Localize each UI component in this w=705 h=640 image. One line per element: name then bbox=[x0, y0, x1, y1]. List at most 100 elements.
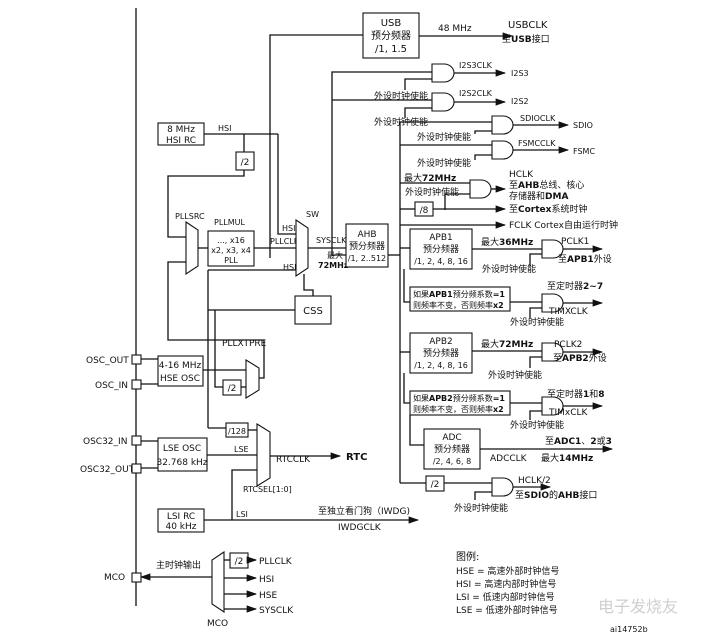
document-id: ai14752b bbox=[610, 625, 648, 634]
svg-text:x2, x3, x4: x2, x3, x4 bbox=[211, 246, 251, 255]
osc-in-pin-label: OSC_IN bbox=[95, 381, 128, 391]
tim1-8-destination: 至定时器1和8 bbox=[547, 388, 605, 400]
svg-text:APB2: APB2 bbox=[429, 337, 452, 347]
tim1-8-enable: 外设时钟使能 bbox=[510, 419, 564, 431]
osc-out-pin-label: OSC_OUT bbox=[86, 356, 129, 366]
svg-text:如果APB1预分频系数=1: 如果APB1预分频系数=1 bbox=[413, 289, 505, 299]
svg-text:/2, 4, 6, 8: /2, 4, 6, 8 bbox=[433, 457, 471, 466]
hsi-to-sw-wire bbox=[277, 134, 296, 235]
mco-sysclk: SYSCLK bbox=[259, 606, 294, 616]
watermark: 电子发烧友 bbox=[598, 597, 678, 616]
svg-text:预分频器: 预分频器 bbox=[423, 243, 459, 255]
usb-title: USB bbox=[381, 18, 402, 29]
hclk-enable: 外设时钟使能 bbox=[405, 186, 459, 198]
tim2-7-enable: 外设时钟使能 bbox=[510, 316, 564, 328]
sdio-gate bbox=[491, 115, 514, 135]
pclk1-gate bbox=[541, 239, 564, 259]
fsmc-enable: 外设时钟使能 bbox=[417, 157, 471, 169]
osc32-in-pin-label: OSC32_IN bbox=[83, 437, 127, 447]
svg-text:/2: /2 bbox=[235, 557, 244, 567]
tim1-8-multiplier-note bbox=[409, 390, 511, 416]
pclk2-gate bbox=[541, 342, 564, 362]
sdioclk-label: SDIOCLK bbox=[520, 114, 556, 123]
usb-subtitle: 预分频器 bbox=[371, 29, 411, 42]
sysclk-max-val: 72MHz bbox=[318, 261, 349, 270]
usbclk-label: USBCLK bbox=[508, 20, 548, 31]
svg-text:则频率不变，否则频率x2: 则频率不变，否则频率x2 bbox=[413, 404, 504, 414]
svg-text:CSS: CSS bbox=[303, 306, 323, 317]
legend: 图例: HSE = 高速外部时钟信号 HSI = 高速内部时钟信号 LSI = … bbox=[456, 550, 559, 616]
hclk2-destination: 至SDIO的AHB接口 bbox=[515, 489, 597, 501]
timxclk2-label: TIMxCLK bbox=[548, 408, 589, 418]
mco-mux bbox=[211, 550, 225, 614]
apb2-prescaler: APB2 预分频器 /1, 2, 4, 8, 16 bbox=[409, 332, 473, 374]
hclk2-gate bbox=[491, 477, 514, 497]
legend-lse: LSE = 低速外部时钟信号 bbox=[456, 604, 558, 616]
rtcsel-mux bbox=[256, 423, 271, 487]
hclk-dest-line1: 至AHB总线、核心 bbox=[509, 179, 584, 191]
pllxtpre-mux bbox=[245, 359, 260, 399]
svg-text:如果APB2预分频系数=1: 如果APB2预分频系数=1 bbox=[413, 393, 505, 403]
hclk2-label: HCLK/2 bbox=[518, 476, 551, 486]
pllsrc-mux bbox=[185, 220, 199, 276]
pllclk-label: PLLCLK bbox=[270, 237, 300, 246]
legend-hsi: HSI = 高速内部时钟信号 bbox=[456, 578, 556, 590]
i2s3-label: I2S3 bbox=[511, 69, 529, 78]
mco-hse: HSE bbox=[259, 591, 277, 601]
hsi-div2 bbox=[235, 151, 255, 171]
sw-mux bbox=[295, 218, 309, 278]
tim2-7-destination: 至定时器2~7 bbox=[547, 280, 603, 292]
svg-text:4-16 MHz: 4-16 MHz bbox=[159, 361, 202, 371]
sysclk-max: 最大 bbox=[327, 250, 343, 260]
hsi-rc-oscillator: 8 MHz HSI RC bbox=[157, 122, 205, 146]
svg-text:/2: /2 bbox=[431, 480, 440, 490]
adc-max: 最大14MHz bbox=[541, 452, 593, 464]
hse-to-pll-wire bbox=[167, 261, 265, 379]
timxclk-label: TIMXCLK bbox=[548, 307, 589, 317]
hclk-trunk-wire bbox=[399, 121, 492, 255]
ahb-prescaler: AHB 预分频器 /1, 2..512 bbox=[345, 223, 389, 268]
apb1-enable: 外设时钟使能 bbox=[482, 263, 536, 275]
rtcclk-label: RTCCLK bbox=[276, 455, 311, 465]
svg-text:..., x16: ..., x16 bbox=[217, 236, 245, 245]
hclk-gate bbox=[469, 179, 492, 199]
rtc-label: RTC bbox=[346, 452, 367, 463]
svg-text:8 MHz: 8 MHz bbox=[167, 125, 195, 135]
hclk-label: HCLK bbox=[509, 170, 534, 180]
legend-title: 图例: bbox=[456, 550, 479, 563]
osc32-out-pin bbox=[131, 463, 142, 474]
lse-label: LSE bbox=[234, 445, 249, 454]
lse-oscillator: LSE OSC 32.768 kHz bbox=[156, 437, 208, 472]
i2s2-label: I2S2 bbox=[511, 97, 529, 106]
svg-text:40 kHz: 40 kHz bbox=[165, 522, 196, 532]
timxclk-gate bbox=[541, 293, 564, 313]
apb1-max: 最大36MHz bbox=[481, 236, 533, 248]
iwdg-destination: 至独立看门狗（IWDG) bbox=[318, 505, 410, 517]
pllsrc-label: PLLSRC bbox=[175, 212, 205, 221]
mco-pin bbox=[131, 572, 142, 583]
usb-prescaler: USB 预分频器 /1, 1.5 bbox=[362, 12, 420, 59]
ahb-trunk-wire bbox=[331, 71, 432, 256]
svg-text:/2: /2 bbox=[241, 158, 250, 168]
hclk2-enable: 外设时钟使能 bbox=[454, 502, 508, 514]
svg-text:AHB: AHB bbox=[357, 230, 376, 240]
pclk2-label: PCLK2 bbox=[554, 340, 582, 350]
apb2-max: 最大72MHz bbox=[481, 338, 533, 350]
i2s3clk-label: I2S3CLK bbox=[459, 61, 493, 70]
hsi-out-label: HSI bbox=[218, 124, 231, 133]
hclk-max: 最大72MHz bbox=[404, 172, 456, 184]
fsmc-gate bbox=[491, 140, 514, 160]
svg-text:/1, 2, 4, 8, 16: /1, 2, 4, 8, 16 bbox=[414, 257, 468, 266]
adcclk-label: ADCCLK bbox=[490, 454, 528, 464]
lsi-out-label: LSI bbox=[236, 510, 248, 519]
osc32-in-pin bbox=[131, 435, 142, 446]
i2s3-gate bbox=[431, 63, 455, 83]
pllmul-label: PLLMUL bbox=[214, 218, 245, 227]
pllxtpre-label: PLLXTPRE bbox=[222, 339, 267, 349]
adc-destination: 至ADC1、2或3 bbox=[545, 435, 612, 447]
svg-text:预分频器: 预分频器 bbox=[349, 240, 385, 252]
svg-text:LSI RC: LSI RC bbox=[167, 512, 195, 522]
apb2-enable: 外设时钟使能 bbox=[488, 369, 542, 381]
sw-hse-label: HSE bbox=[283, 263, 299, 272]
usb-destination: 至USB接口 bbox=[502, 33, 550, 45]
